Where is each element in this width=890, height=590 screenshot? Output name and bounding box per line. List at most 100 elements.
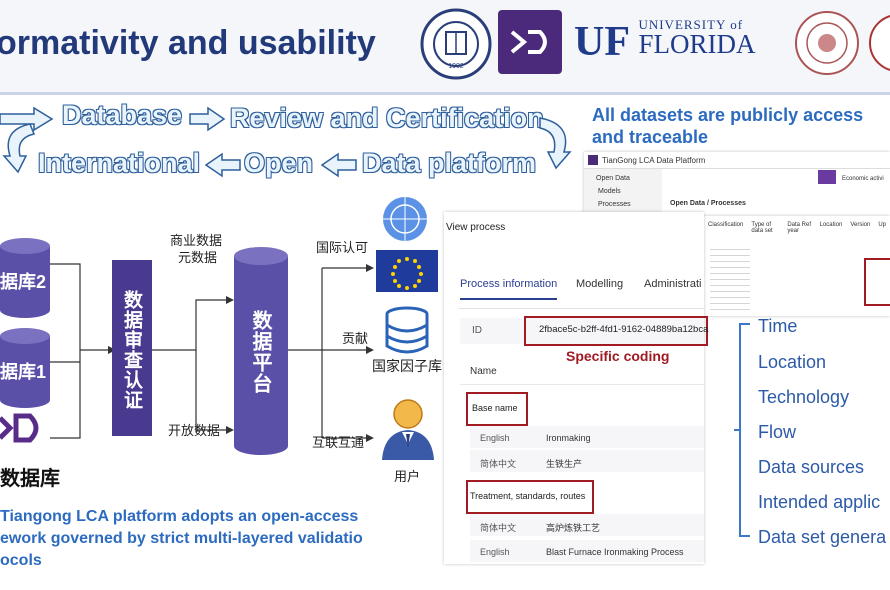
process-view-panel: View process Process information Modelli…	[444, 212, 708, 564]
datasets-heading: All datasets are publicly access and tra…	[592, 104, 863, 148]
uf-university-of: UNIVERSITY of	[638, 17, 744, 32]
col-type: Type of data set	[751, 222, 773, 234]
app-logo-icon	[588, 155, 598, 165]
platform-label: 数据平台	[249, 310, 271, 394]
lang-label: 简体中文	[480, 459, 517, 469]
factor-db-label: 国家因子库	[372, 358, 442, 374]
sidebar-item-processes[interactable]: Processes	[598, 201, 631, 208]
lang-value: 生铁生产	[546, 459, 583, 469]
tab-process-information[interactable]: Process information	[460, 278, 558, 300]
partial-logo	[869, 15, 890, 71]
intl-recognition-label: 国际认可	[316, 240, 369, 255]
attr-data-set-generation: Data set genera	[758, 527, 887, 547]
highlight-box	[864, 258, 890, 306]
slide-title: ormativity and usability	[0, 24, 376, 62]
col-version: Version	[850, 222, 871, 228]
row-divider	[460, 384, 704, 385]
attr-flow: Flow	[758, 422, 797, 442]
un-emblem-icon	[377, 197, 433, 241]
lang-value: Ironmaking	[546, 433, 591, 443]
col-ref-year: Data Ref year	[787, 222, 812, 234]
app-sidebar: Open Data Models Processes	[584, 169, 662, 216]
app-title: TianGong LCA Data Platform	[602, 155, 706, 165]
sidebar-item-open-data[interactable]: Open Data	[596, 175, 630, 182]
lang-row	[470, 514, 704, 536]
tab-administrative[interactable]: Administrati	[644, 278, 702, 290]
user-label: 用户	[394, 469, 421, 484]
flow-open: Open	[244, 148, 314, 178]
lang-label: English	[480, 547, 510, 557]
name-label: Name	[470, 366, 497, 377]
review-label: 数据审查认证	[121, 290, 142, 410]
right-seal-logo	[795, 11, 859, 75]
db2-cylinder	[0, 238, 50, 318]
search-button[interactable]	[818, 170, 836, 184]
attr-data-sources: Data sources	[758, 457, 865, 477]
attr-location: Location	[758, 352, 827, 372]
platform-cylinder	[234, 247, 288, 455]
process-view-title: View process	[446, 222, 506, 233]
datasets-heading-line1: All datasets are publicly access	[592, 105, 864, 125]
datasets-heading-line2: and traceable	[592, 127, 709, 147]
metadata-label: 元数据	[178, 250, 218, 265]
attr-intended-application: Intended applic	[758, 492, 881, 512]
search-hint: Economic activi	[842, 176, 884, 182]
db1-label: 据库1	[0, 362, 47, 382]
tab-modelling[interactable]: Modelling	[576, 278, 624, 290]
lang-row	[470, 540, 704, 562]
flow-database: Database	[62, 100, 183, 130]
col-up: Up	[878, 222, 886, 228]
lang-row	[470, 426, 704, 448]
header-divider	[0, 92, 890, 95]
lang-row	[470, 450, 704, 472]
attributes-bracket	[734, 323, 750, 537]
platform-table: Classification Type of data set Data Ref…	[704, 216, 890, 316]
specific-coding-label: Specific coding	[566, 348, 670, 364]
arrow-left-icon	[204, 152, 241, 178]
user-icon	[382, 399, 434, 460]
uf-letters: UF	[574, 19, 630, 65]
bottom-text-line3: ocols	[0, 552, 42, 569]
curved-arrow-left-icon	[2, 123, 36, 174]
lang-label: 简体中文	[480, 523, 517, 533]
col-classification: Classification	[708, 222, 744, 228]
commercial-data-label: 商业数据	[170, 233, 223, 248]
bottom-text-line1: Tiangong LCA platform adopts an open-acc…	[0, 508, 359, 525]
breadcrumb: Open Data / Processes	[670, 200, 746, 207]
db2-label: 据库2	[0, 272, 47, 292]
uf-logo: UF UNIVERSITY of FLORIDA	[574, 18, 755, 66]
curved-arrow-right-icon	[539, 117, 572, 170]
base-name-highlight	[466, 392, 528, 426]
id-value: 2fbace5c-b2ff-4fd1-9162-04889ba12bca	[539, 324, 709, 335]
sidebar-item-models[interactable]: Models	[598, 188, 621, 195]
treatment-label: Treatment, standards, routes	[470, 491, 586, 501]
lca-flow-diagram	[0, 238, 374, 455]
platform-screenshot: TianGong LCA Data Platform Open Data Mod…	[584, 152, 890, 216]
eu-flag-icon	[376, 250, 438, 292]
xd-db-label: 数据库	[0, 468, 60, 490]
arrow-right-icon	[0, 106, 54, 132]
id-row	[460, 318, 704, 344]
base-name-label: Base name	[472, 403, 518, 413]
contribution-label: 贡献	[342, 331, 369, 346]
arrow-right-icon	[189, 106, 226, 132]
flow-review-certification: Review and Certification	[230, 103, 544, 133]
arrow-left-icon	[320, 152, 357, 178]
bottom-text-line2: ework governed by strict multi-layered v…	[0, 530, 363, 547]
tabs-divider	[458, 308, 704, 309]
lang-value: Blast Furnace Ironmaking Process	[546, 547, 684, 557]
uf-florida: FLORIDA	[638, 29, 756, 59]
id-label: ID	[472, 325, 482, 336]
attr-technology: Technology	[758, 387, 850, 407]
flow-data-platform: Data platform	[362, 148, 537, 178]
bnu-year: 1902	[448, 63, 464, 70]
flow-international: International	[38, 148, 201, 178]
xd-db-icon	[0, 413, 39, 443]
table-cell-text	[710, 244, 750, 312]
bnu-seal-logo: 1902	[420, 8, 492, 80]
review-box	[112, 260, 152, 436]
xd-logo	[498, 10, 562, 74]
xd-mark-icon	[510, 30, 547, 54]
db1-cylinder	[0, 328, 50, 408]
attr-time: Time	[758, 316, 798, 336]
